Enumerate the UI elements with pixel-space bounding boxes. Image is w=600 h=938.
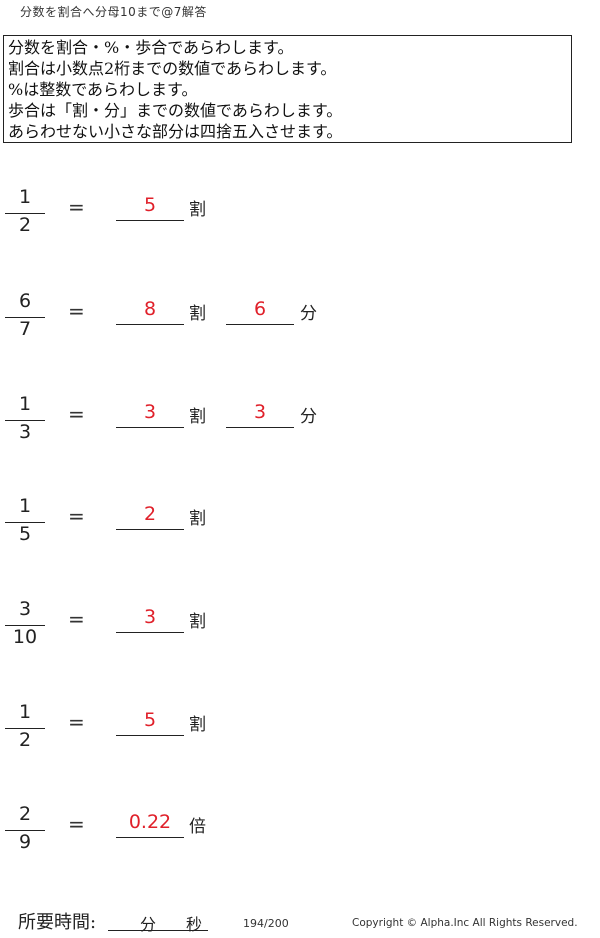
numerator: 1 bbox=[18, 495, 32, 517]
instruction-line: 歩合は「割・分」までの数値であらわします。 bbox=[8, 101, 343, 120]
instructions-box: 分数を割合・%・歩合であらわします。 割合は小数点2桁までの数値であらわします。… bbox=[3, 35, 572, 143]
unit-label: 割 bbox=[189, 304, 206, 324]
numerator: 1 bbox=[18, 186, 32, 208]
answer-blank[interactable]: 5 bbox=[116, 707, 184, 736]
instruction-line: %は整数であらわします。 bbox=[8, 80, 198, 99]
denominator: 3 bbox=[18, 421, 32, 443]
numerator: 6 bbox=[18, 290, 32, 312]
answer-value: 6 bbox=[253, 298, 267, 320]
equals-sign: = bbox=[68, 299, 85, 323]
seconds-label: 秒 bbox=[186, 915, 203, 934]
equals-sign: = bbox=[68, 504, 85, 528]
denominator: 10 bbox=[12, 626, 38, 648]
equals-sign: = bbox=[68, 812, 85, 836]
answer-value: 5 bbox=[143, 709, 157, 731]
denominator: 2 bbox=[18, 729, 32, 751]
instruction-line: あらわせない小さな部分は四捨五入させます。 bbox=[8, 122, 343, 141]
worksheet-title: 分数を割合へ分母10まで@7解答 bbox=[20, 5, 207, 19]
problem-3: 1 3 = 3 割 3 分 bbox=[0, 393, 600, 469]
minutes-label: 分 bbox=[140, 915, 157, 934]
equals-sign: = bbox=[68, 607, 85, 631]
fraction-bar bbox=[5, 625, 45, 626]
answer-blank[interactable]: 8 bbox=[116, 296, 184, 325]
answer-blank[interactable]: 3 bbox=[226, 399, 294, 428]
answer-blank[interactable]: 3 bbox=[116, 604, 184, 633]
required-time-label: 所要時間: bbox=[18, 912, 97, 933]
fraction-bar bbox=[5, 317, 45, 318]
equals-sign: = bbox=[68, 195, 85, 219]
unit-label: 割 bbox=[189, 715, 206, 735]
footer: 所要時間: 分 秒 194/200 Copyright © Alpha.Inc … bbox=[0, 905, 600, 935]
denominator: 5 bbox=[18, 523, 32, 545]
unit-label: 倍 bbox=[189, 817, 206, 837]
fraction-bar bbox=[5, 420, 45, 421]
fraction-bar bbox=[5, 522, 45, 523]
page-number: 194/200 bbox=[243, 917, 289, 930]
answer-value: 3 bbox=[143, 401, 157, 423]
fraction-bar bbox=[5, 830, 45, 831]
fraction-bar bbox=[5, 728, 45, 729]
problem-6: 1 2 = 5 割 bbox=[0, 701, 600, 777]
numerator: 2 bbox=[18, 803, 32, 825]
denominator: 2 bbox=[18, 214, 32, 236]
equals-sign: = bbox=[68, 402, 85, 426]
problem-4: 1 5 = 2 割 bbox=[0, 495, 600, 571]
answer-blank[interactable]: 2 bbox=[116, 501, 184, 530]
answer-blank[interactable]: 0.22 bbox=[116, 809, 184, 838]
numerator: 3 bbox=[18, 598, 32, 620]
equals-sign: = bbox=[68, 710, 85, 734]
problem-2: 6 7 = 8 割 6 分 bbox=[0, 290, 600, 366]
unit-label: 割 bbox=[189, 200, 206, 220]
answer-value: 3 bbox=[143, 606, 157, 628]
unit-label: 分 bbox=[300, 407, 317, 427]
answer-value: 8 bbox=[143, 298, 157, 320]
answer-value: 2 bbox=[143, 503, 157, 525]
answer-blank[interactable]: 5 bbox=[116, 192, 184, 221]
answer-value: 3 bbox=[253, 401, 267, 423]
required-time-line[interactable] bbox=[108, 930, 208, 931]
answer-blank[interactable]: 3 bbox=[116, 399, 184, 428]
problem-5: 3 10 = 3 割 bbox=[0, 598, 600, 674]
copyright-notice: Copyright © Alpha.Inc All Rights Reserve… bbox=[352, 917, 578, 929]
instruction-line: 割合は小数点2桁までの数値であらわします。 bbox=[8, 59, 337, 78]
problem-1: 1 2 = 5 割 bbox=[0, 186, 600, 262]
answer-blank[interactable]: 6 bbox=[226, 296, 294, 325]
denominator: 9 bbox=[18, 831, 32, 853]
unit-label: 分 bbox=[300, 304, 317, 324]
answer-value: 0.22 bbox=[128, 811, 172, 833]
problem-7: 2 9 = 0.22 倍 bbox=[0, 803, 600, 879]
unit-label: 割 bbox=[189, 612, 206, 632]
instruction-line: 分数を割合・%・歩合であらわします。 bbox=[8, 38, 294, 57]
numerator: 1 bbox=[18, 701, 32, 723]
unit-label: 割 bbox=[189, 509, 206, 529]
answer-value: 5 bbox=[143, 194, 157, 216]
fraction-bar bbox=[5, 213, 45, 214]
unit-label: 割 bbox=[189, 407, 206, 427]
numerator: 1 bbox=[18, 393, 32, 415]
denominator: 7 bbox=[18, 318, 32, 340]
